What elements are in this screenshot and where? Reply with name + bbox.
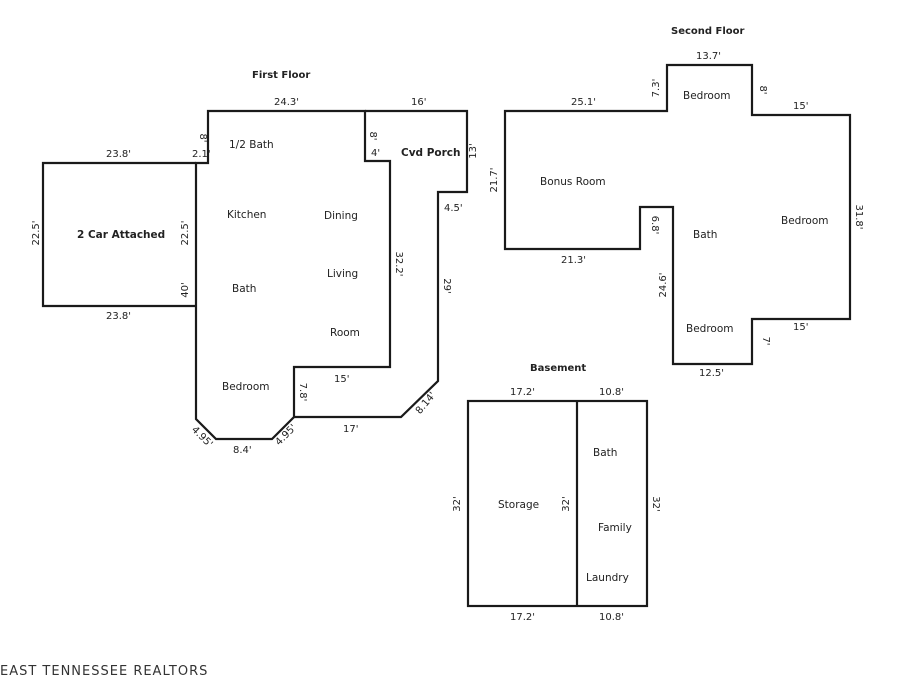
- dim-first-top: 24.3': [274, 97, 299, 108]
- dim-base-17-2-bottom: 17.2': [510, 612, 535, 623]
- basement-outline: [466, 399, 649, 608]
- bonus-room-label: Bonus Room: [540, 176, 606, 188]
- bedroom-lower-label: Bedroom: [686, 323, 734, 335]
- basement-heading: Basement: [530, 363, 586, 374]
- dim-garage-bottom: 23.8': [106, 311, 131, 322]
- dim-porch-8-14: 8.14': [414, 390, 439, 416]
- bath-second-label: Bath: [693, 229, 717, 241]
- dim-second-7-3: 7.3': [651, 79, 662, 98]
- dim-second-21-3: 21.3': [561, 255, 586, 266]
- dining-label: Dining: [324, 210, 358, 222]
- storage-label: Storage: [498, 499, 539, 511]
- dim-porch-top: 16': [411, 97, 426, 108]
- bath-basement-label: Bath: [593, 447, 617, 459]
- dim-first-7-8: 7.8': [297, 383, 308, 402]
- dim-second-15b: 15': [793, 322, 808, 333]
- dim-porch-29: 29': [441, 278, 452, 293]
- bedroom-first-label: Bedroom: [222, 381, 270, 393]
- dim-second-25-1: 25.1': [571, 97, 596, 108]
- dim-second-13-7: 13.7': [696, 51, 721, 62]
- dim-second-6-8: 6.8': [649, 216, 660, 235]
- dim-first-8a: 8': [197, 133, 208, 142]
- room-label: Room: [330, 327, 360, 339]
- dim-second-12-5: 12.5': [699, 368, 724, 379]
- dim-base-17-2-top: 17.2': [510, 387, 535, 398]
- dim-second-7: 7': [760, 336, 771, 345]
- family-label: Family: [598, 522, 632, 534]
- living-label: Living: [327, 268, 358, 280]
- second-floor: Second Floor Bonus Room Bedroom Bedroom …: [489, 26, 864, 379]
- dim-base-10-8-bottom: 10.8': [599, 612, 624, 623]
- first-floor: First Floor 2 Car Attached 1/2 Bath Kitc…: [31, 70, 479, 456]
- second-floor-heading: Second Floor: [671, 26, 745, 37]
- dim-garage-lower: 40': [180, 282, 191, 297]
- dim-first-4-95b: 4.95': [273, 422, 298, 447]
- bedroom-right-label: Bedroom: [781, 215, 829, 227]
- dim-first-17: 17': [343, 424, 358, 435]
- dim-second-21-7: 21.7': [489, 167, 500, 192]
- dim-base-32-mid: 32': [561, 496, 572, 511]
- bath-first-label: Bath: [232, 283, 256, 295]
- watermark-text: EAST TENNESSEE REALTORS: [0, 664, 209, 675]
- dim-porch-13: 13': [468, 143, 479, 158]
- porch-label: Cvd Porch: [401, 147, 461, 159]
- dim-garage-left: 22.5': [31, 220, 42, 245]
- bedroom-top-label: Bedroom: [683, 90, 731, 102]
- kitchen-label: Kitchen: [227, 209, 266, 221]
- dim-first-4: 4': [371, 148, 380, 159]
- dim-porch-4-5: 4.5': [444, 203, 463, 214]
- basement: Basement Storage Bath Family Laundry 17.…: [452, 363, 661, 623]
- porch-outline: [294, 109, 469, 419]
- garage-label: 2 Car Attached: [77, 229, 165, 241]
- dim-first-2-1: 2.1': [192, 149, 211, 160]
- dim-first-15: 15': [334, 374, 349, 385]
- dim-base-32-right: 32': [650, 496, 661, 511]
- garage-outline: [41, 161, 196, 308]
- dim-second-15a: 15': [793, 101, 808, 112]
- first-floor-heading: First Floor: [252, 70, 310, 81]
- dim-second-31-8: 31.8': [853, 204, 864, 229]
- dim-first-8-4: 8.4': [233, 445, 252, 456]
- dim-second-24-6: 24.6': [658, 272, 669, 297]
- dim-base-32-left: 32': [452, 496, 463, 511]
- dim-second-8a: 8': [757, 85, 768, 94]
- laundry-label: Laundry: [586, 572, 629, 584]
- half-bath-label: 1/2 Bath: [229, 139, 274, 151]
- dim-first-8b: 8': [367, 131, 378, 140]
- second-floor-outline: [503, 63, 852, 366]
- dim-first-4-95a: 4.95': [189, 424, 214, 449]
- dim-base-10-8-top: 10.8': [599, 387, 624, 398]
- dim-garage-right: 22.5': [180, 220, 191, 245]
- dim-garage-top: 23.8': [106, 149, 131, 160]
- dim-first-32-2: 32.2': [393, 251, 404, 276]
